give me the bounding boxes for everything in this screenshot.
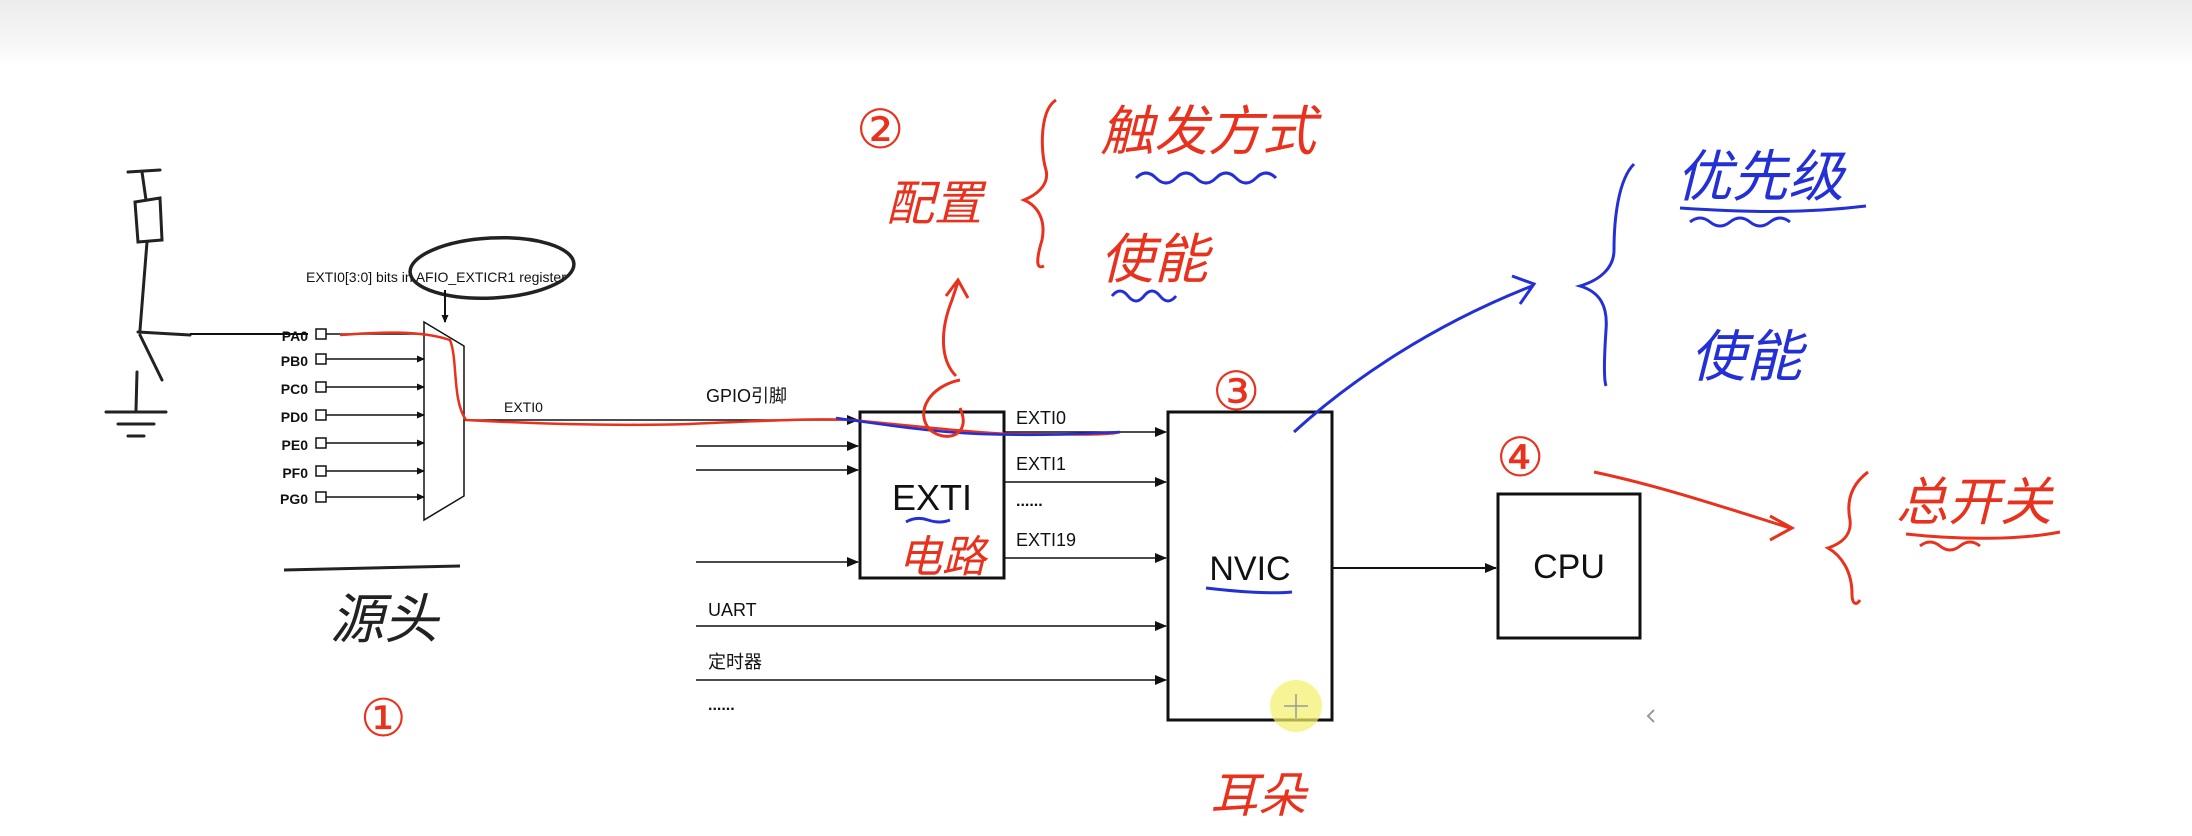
step2-arrow: [942, 277, 970, 378]
mux-input-pd0: PD0: [281, 409, 425, 425]
step2-text: 配置: [886, 176, 987, 232]
exti-block-label: EXTI: [892, 477, 972, 518]
step2-item-trigger: 触发方式: [1100, 100, 1322, 163]
exti-outputs: EXTI0 EXTI1 ...... EXTI19: [1004, 408, 1167, 563]
mux-input-label: PD0: [281, 409, 308, 425]
cursor-highlight: [1270, 680, 1322, 732]
pin-box: [315, 409, 327, 421]
mux-trapezoid: [423, 320, 465, 522]
mux-inputs: PA0 PB0 PC0 PD0 PE0 PF0: [280, 328, 425, 507]
exti-output-label: EXTI1: [1016, 454, 1066, 474]
mux-input-label: PG0: [280, 491, 308, 507]
scroll-chevron-icon[interactable]: [1646, 709, 1655, 723]
step2-item-enable: 使能: [1100, 228, 1214, 291]
mux-input-pb0: PB0: [281, 353, 425, 369]
exti-output-label: EXTI19: [1016, 530, 1076, 550]
afio-register-circle: [408, 235, 576, 301]
step4-text: 总开关: [1896, 473, 2054, 533]
pin-box: [315, 381, 327, 393]
step3-item-priority-underline: [1679, 204, 1867, 228]
exti-output-label: EXTI0: [1016, 408, 1066, 428]
step3-item-priority: 优先级: [1676, 145, 1847, 210]
exti-block: [858, 410, 1006, 580]
source-underline: [283, 564, 461, 572]
nvic-label-underline: [1205, 586, 1293, 595]
other-sources: UART 定时器 ......: [696, 600, 1167, 714]
pin-box: [315, 465, 327, 477]
pin-box: [315, 437, 327, 449]
step3-arrow: [1292, 274, 1537, 434]
step4-number: ④: [1496, 426, 1544, 489]
step3-below-text: 耳朵: [1210, 768, 1309, 824]
mux-input-label: PE0: [282, 437, 309, 453]
step2-brace: [1020, 98, 1057, 269]
mux-input-pe0: PE0: [282, 437, 425, 453]
exti-output-ellipsis: ......: [1016, 493, 1043, 510]
cpu-block-label: CPU: [1533, 548, 1605, 586]
source-label-ellipsis: ......: [708, 697, 735, 714]
window-top-bar: [0, 0, 2192, 64]
step1-text: 源头: [330, 588, 441, 651]
source-label-timer: 定时器: [708, 652, 762, 672]
step4-text-underline: [1905, 530, 2061, 552]
mux-input-pc0: PC0: [281, 381, 425, 397]
mux-control-label: EXTI0[3:0] bits in AFIO_EXTICR1 register: [306, 269, 566, 285]
pin-box: [315, 328, 327, 340]
mux-input-label: PC0: [281, 381, 308, 397]
blue-signal-trace: [835, 416, 1121, 437]
mux-input-label: PA0: [282, 328, 308, 344]
gpio-pin-label: GPIO引脚: [706, 386, 787, 406]
step3-item-enable: 使能: [1690, 325, 1808, 390]
pin-box: [315, 353, 327, 365]
mux-input-label: PF0: [282, 465, 308, 481]
step2-item-trigger-underline: [1134, 171, 1278, 185]
mux-input-label: PB0: [281, 353, 308, 369]
nvic-block-label: NVIC: [1209, 550, 1290, 588]
mux-input-pf0: PF0: [282, 465, 425, 481]
step1-number: ①: [360, 689, 407, 749]
mux-input-pa0: PA0: [282, 328, 424, 344]
exti-label-underline: [905, 516, 951, 524]
step2-number: ②: [856, 98, 904, 161]
step4-arrow: [1593, 470, 1796, 542]
step3-number: ③: [1212, 360, 1260, 423]
button-switch-sketch: [104, 168, 192, 438]
mux-output-label: EXTI0: [504, 399, 543, 415]
step3-brace: [1574, 162, 1636, 387]
cpu-block: [1496, 492, 1642, 640]
exti-red-circle: [922, 378, 965, 438]
step2-item-enable-underline: [1110, 289, 1178, 303]
mux-input-pg0: PG0: [280, 491, 425, 507]
pin-box: [315, 491, 327, 503]
step4-brace: [1824, 470, 1869, 605]
exti-note: 电路: [898, 532, 990, 583]
nvic-block: [1166, 410, 1334, 722]
source-label-uart: UART: [708, 600, 757, 620]
